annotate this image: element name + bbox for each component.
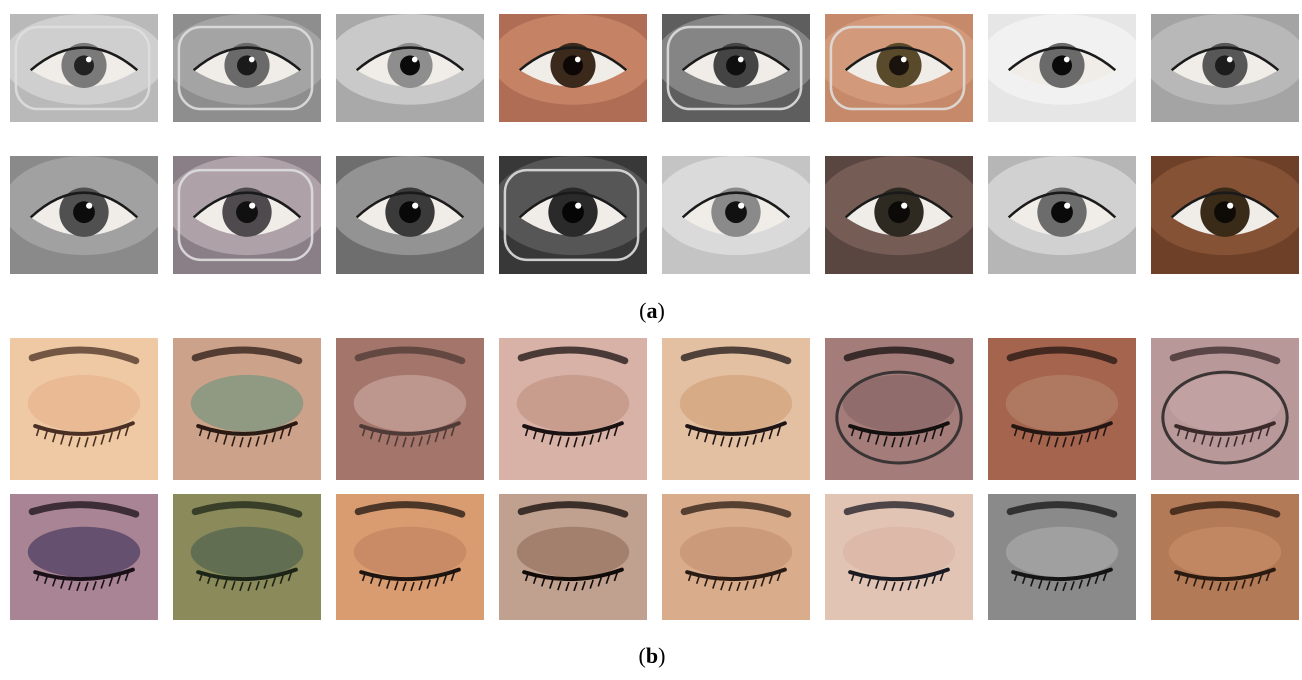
closed-eye-image-r2-c1: [10, 494, 158, 620]
open-eye-image-r2-c1: [10, 156, 158, 274]
closed-eye-image-r2-c6: [825, 494, 973, 620]
open-eye-image-r2-c5: [662, 156, 810, 274]
closed-eye-image-r1-c7: [988, 338, 1136, 480]
closed-eye-image-r2-c8: [1151, 494, 1299, 620]
open-eye-image-r1-c8: [1151, 14, 1299, 122]
open-eye-image-r1-c7: [988, 14, 1136, 122]
caption-a: (a): [639, 298, 665, 323]
closed-eye-image-r2-c4: [499, 494, 647, 620]
open-eye-image-r2-c8: [1151, 156, 1299, 274]
closed-eye-image-r1-c2: [173, 338, 321, 480]
open-eye-image-r2-c6: [825, 156, 973, 274]
open-eye-image-r1-c6: [825, 14, 973, 122]
open-eye-image-r1-c3: [336, 14, 484, 122]
caption-b: (b): [638, 643, 666, 668]
open-eye-image-r1-c4: [499, 14, 647, 122]
closed-eye-image-r2-c2: [173, 494, 321, 620]
open-eye-image-r2-c4: [499, 156, 647, 274]
open-eye-image-r1-c5: [662, 14, 810, 122]
closed-eye-image-r2-c3: [336, 494, 484, 620]
open-eye-image-r2-c2: [173, 156, 321, 274]
closed-eye-image-r1-c6: [825, 338, 973, 480]
closed-eye-image-r2-c5: [662, 494, 810, 620]
closed-eye-image-r1-c5: [662, 338, 810, 480]
closed-eye-image-r1-c1: [10, 338, 158, 480]
open-eye-image-r2-c7: [988, 156, 1136, 274]
open-eye-image-r1-c1: [10, 14, 158, 122]
closed-eye-image-r2-c7: [988, 494, 1136, 620]
open-eye-image-r2-c3: [336, 156, 484, 274]
closed-eye-image-r1-c8: [1151, 338, 1299, 480]
open-eye-image-r1-c2: [173, 14, 321, 122]
closed-eye-image-r1-c4: [499, 338, 647, 480]
closed-eye-image-r1-c3: [336, 338, 484, 480]
